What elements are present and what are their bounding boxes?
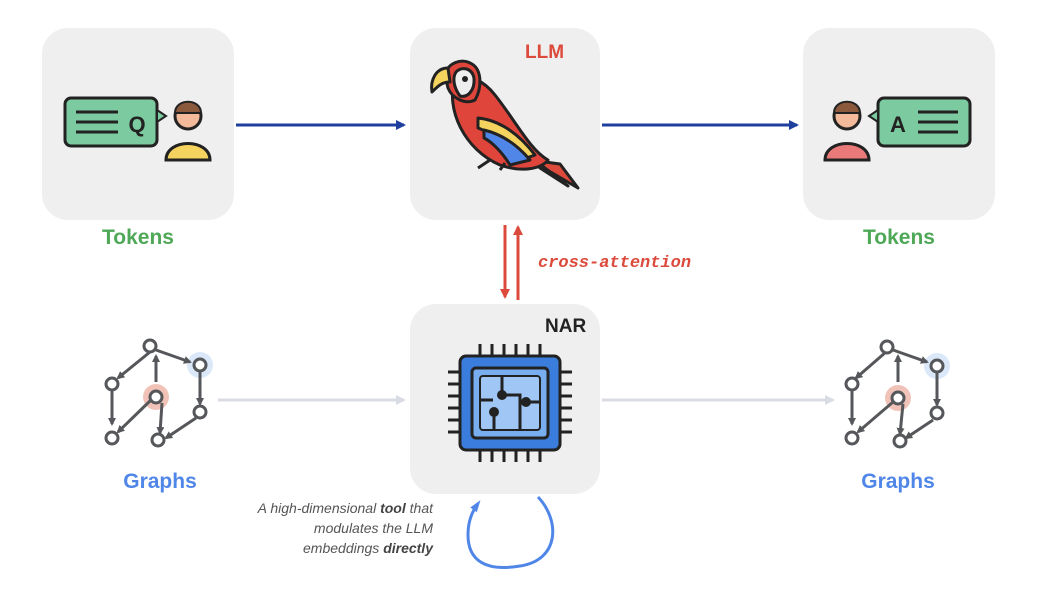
note-text-2: that modulates the LLM embeddings: [303, 500, 433, 556]
graph-in-icon: [104, 338, 213, 448]
nar-title: NAR: [545, 316, 587, 337]
question-speech-icon: [63, 96, 168, 148]
tokens-output-label: Tokens: [863, 226, 935, 249]
graphs-output-label: Graphs: [861, 470, 935, 493]
note-bold-tool: tool: [380, 500, 406, 516]
cross-attention-label: cross-attention: [538, 254, 692, 273]
note-bold-directly: directly: [383, 540, 433, 556]
parrot-icon: [430, 59, 580, 190]
question-letter: Q: [128, 112, 145, 137]
user-icon-yellow: [164, 100, 212, 162]
answer-letter: A: [890, 112, 906, 137]
user-icon-red: [823, 100, 871, 162]
graph-out-icon: [844, 339, 950, 449]
nar-self-loop: [466, 495, 555, 569]
llm-title: LLM: [525, 42, 565, 63]
nar-tool-note: A high-dimensional tool that modulates t…: [238, 498, 433, 558]
note-text-1: A high-dimensional: [257, 500, 381, 516]
answer-speech-icon: [867, 96, 972, 148]
graphs-input-label: Graphs: [123, 470, 197, 493]
tokens-input-label: Tokens: [102, 226, 174, 249]
chip-icon: [448, 344, 572, 462]
